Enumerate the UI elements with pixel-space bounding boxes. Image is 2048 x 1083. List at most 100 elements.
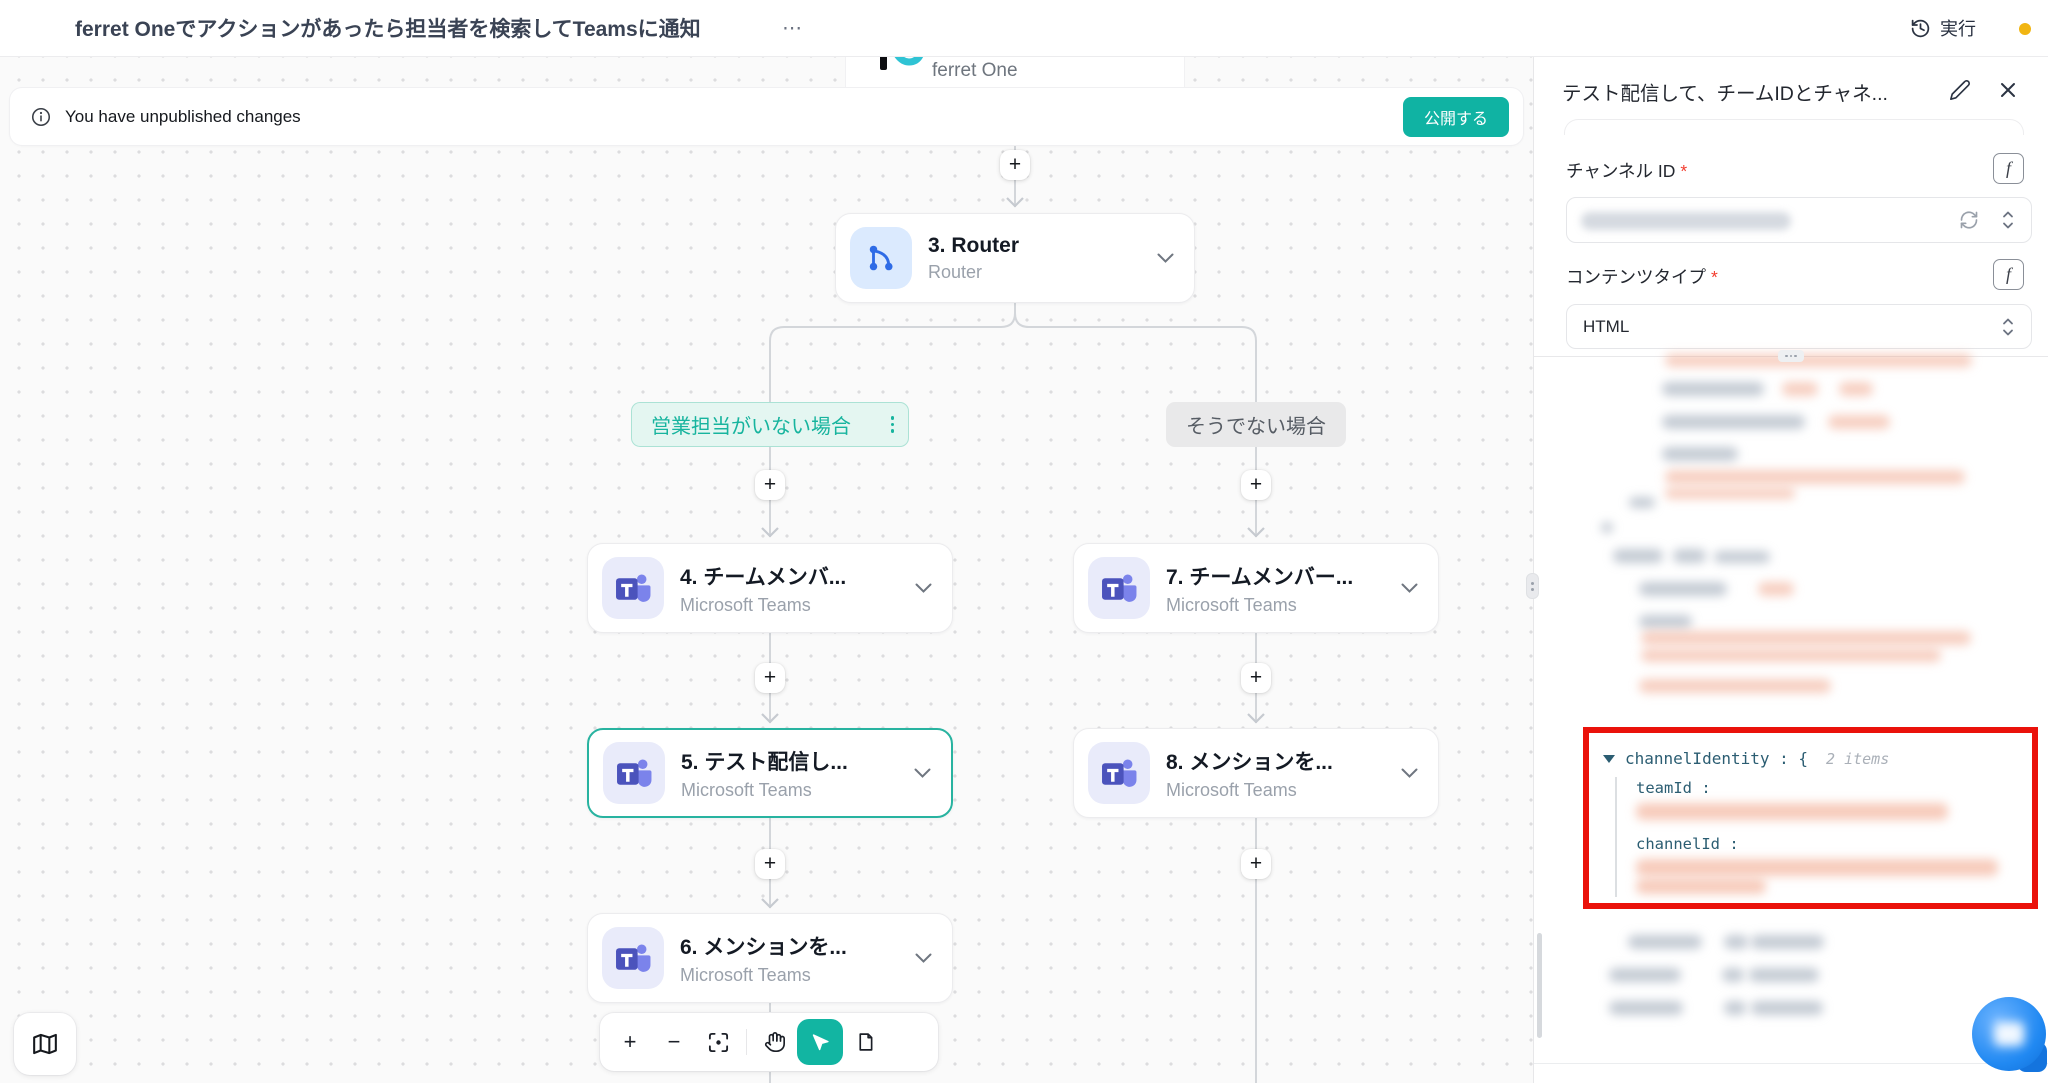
edit-title-button[interactable] xyxy=(1946,76,1974,104)
insert-variable-button[interactable]: f xyxy=(1993,153,2024,184)
close-panel-button[interactable] xyxy=(1993,75,2023,105)
node-title: 4. チームメンバ... xyxy=(680,565,847,589)
redacted-output-bracket xyxy=(1724,935,1748,949)
redacted-output-value xyxy=(1751,935,1824,949)
add-step-button[interactable]: + xyxy=(1241,663,1271,693)
section-top-border xyxy=(1564,119,2024,135)
add-step-button[interactable]: + xyxy=(1241,470,1271,500)
content-type-value: HTML xyxy=(1583,316,1630,336)
microsoft-teams-icon xyxy=(602,557,664,619)
node-4-teams[interactable]: 4. チームメンバ... Microsoft Teams xyxy=(587,543,953,633)
title-more-menu[interactable]: ⋯ xyxy=(782,17,804,40)
node-subtitle: Microsoft Teams xyxy=(681,779,812,800)
run-label: 実行 xyxy=(1940,19,1976,39)
notes-page-button[interactable] xyxy=(843,1020,887,1064)
node-5-teams-selected[interactable]: 5. テスト配信し... Microsoft Teams xyxy=(587,728,953,818)
workflow-canvas[interactable]: ferret One You have unpublished changes … xyxy=(0,57,1533,1083)
router-icon xyxy=(850,227,912,289)
channel-identity-highlight-box: channelIdentity : { 2 items teamId : cha… xyxy=(1583,727,2038,909)
node-subtitle: Microsoft Teams xyxy=(680,594,811,615)
node-7-teams[interactable]: 7. チームメンバー... Microsoft Teams xyxy=(1073,543,1439,633)
pencil-icon xyxy=(1950,80,1971,100)
branch-label-no-sales-rep[interactable]: 営業担当がいない場合 xyxy=(631,402,909,447)
app-header: ferret Oneでアクションがあったら担当者を検索してTeamsに通知 ⋯ … xyxy=(0,0,2048,57)
redacted-output-value xyxy=(1665,488,1795,499)
node-title: 5. テスト配信し... xyxy=(681,750,848,774)
branch-menu-icon[interactable] xyxy=(890,416,894,433)
node-subtitle: Microsoft Teams xyxy=(680,964,811,985)
step-settings-panel: テスト配信して、チームIDとチャネ... チャンネル ID* f xyxy=(1533,57,2048,1083)
chevron-down-icon[interactable] xyxy=(1401,583,1418,594)
node-3-router[interactable]: 3. Router Router xyxy=(835,213,1195,303)
chevron-down-icon[interactable] xyxy=(915,583,932,594)
channel-identity-key: channelIdentity : { xyxy=(1625,749,1809,768)
refresh-icon[interactable] xyxy=(1959,210,1979,230)
workflow-title: ferret Oneでアクションがあったら担当者を検索してTeamsに通知 xyxy=(75,18,701,41)
branch-label-text: そうでない場合 xyxy=(1186,416,1326,438)
redacted-output-bracket xyxy=(1722,968,1744,982)
node-8-teams[interactable]: 8. メンションを... Microsoft Teams xyxy=(1073,728,1439,818)
node-subtitle: Microsoft Teams xyxy=(1166,779,1297,800)
branch-label-otherwise[interactable]: そうでない場合 xyxy=(1166,402,1346,447)
pan-hand-button[interactable] xyxy=(753,1020,797,1064)
redacted-output-key xyxy=(1609,1001,1683,1015)
channel-id-input[interactable] xyxy=(1566,197,2032,243)
redacted-output-value xyxy=(1751,1001,1823,1015)
channel-id-row: channelId : xyxy=(1636,835,1739,853)
redacted-output-key xyxy=(1628,935,1702,949)
zoom-out-button[interactable]: − xyxy=(652,1020,696,1064)
redacted-output-value xyxy=(1665,354,1972,367)
collapse-triangle-icon[interactable] xyxy=(1603,754,1615,763)
add-step-button[interactable]: + xyxy=(1000,150,1030,180)
chevron-down-icon[interactable] xyxy=(1401,768,1418,779)
chevron-down-icon[interactable] xyxy=(915,953,932,964)
panel-scrollbar[interactable] xyxy=(1537,933,1542,1038)
node-ferret-one-partial[interactable]: ferret One xyxy=(845,57,1185,88)
add-step-button[interactable]: + xyxy=(755,470,785,500)
node-subtitle: Microsoft Teams xyxy=(1166,594,1297,615)
redacted-output-key xyxy=(1673,549,1706,563)
chat-widget-button[interactable] xyxy=(1972,997,2047,1072)
team-id-row: teamId : xyxy=(1636,779,1711,797)
redacted-output-value xyxy=(1641,631,1971,645)
redacted-output-bracket xyxy=(1724,1001,1746,1015)
publish-button[interactable]: 公開する xyxy=(1402,96,1509,137)
close-icon xyxy=(2001,83,2015,97)
stepper-chevrons-icon[interactable] xyxy=(2001,210,2015,231)
team-id-key: teamId : xyxy=(1636,779,1711,797)
panel-resize-handle[interactable] xyxy=(1526,573,1539,599)
minimap-toggle-button[interactable] xyxy=(14,1013,76,1075)
redacted-channel-id-value xyxy=(1636,859,1998,876)
select-cursor-button[interactable] xyxy=(797,1019,843,1065)
redacted-channel-id-value xyxy=(1636,879,1766,894)
redacted-output-bracket xyxy=(1601,522,1613,533)
insert-variable-button[interactable]: f xyxy=(1993,259,2024,290)
channel-identity-toggle-row[interactable]: channelIdentity : { 2 items xyxy=(1603,749,1889,768)
add-step-button[interactable]: + xyxy=(755,663,785,693)
chevron-down-icon[interactable] xyxy=(1157,253,1174,264)
redacted-output-value xyxy=(1828,415,1890,429)
zoom-in-button[interactable]: + xyxy=(608,1020,652,1064)
node-6-teams[interactable]: 6. メンションを... Microsoft Teams xyxy=(587,913,953,1003)
redacted-output-key xyxy=(1662,382,1764,396)
fit-view-button[interactable] xyxy=(696,1020,740,1064)
map-icon xyxy=(33,1033,57,1055)
history-clock-icon xyxy=(1911,19,1930,37)
section-divider-handle[interactable] xyxy=(1778,350,1804,362)
add-step-button[interactable]: + xyxy=(1241,849,1271,879)
add-step-button[interactable]: + xyxy=(755,849,785,879)
indent-guide-line xyxy=(1615,777,1617,897)
redacted-output-value xyxy=(1839,382,1873,396)
node-title: 8. メンションを... xyxy=(1166,750,1333,774)
info-icon xyxy=(30,106,52,128)
redacted-output-value xyxy=(1758,582,1794,596)
run-button[interactable]: 実行 xyxy=(1910,15,1976,41)
status-dot xyxy=(2019,23,2031,35)
chat-bubble-glyph xyxy=(1994,1022,2024,1046)
redacted-output-key xyxy=(1609,968,1681,982)
content-type-select[interactable]: HTML xyxy=(1566,304,2032,349)
ferret-one-logo-icon xyxy=(872,57,930,87)
chevron-down-icon[interactable] xyxy=(914,768,931,779)
items-count: 2 items xyxy=(1826,749,1890,768)
